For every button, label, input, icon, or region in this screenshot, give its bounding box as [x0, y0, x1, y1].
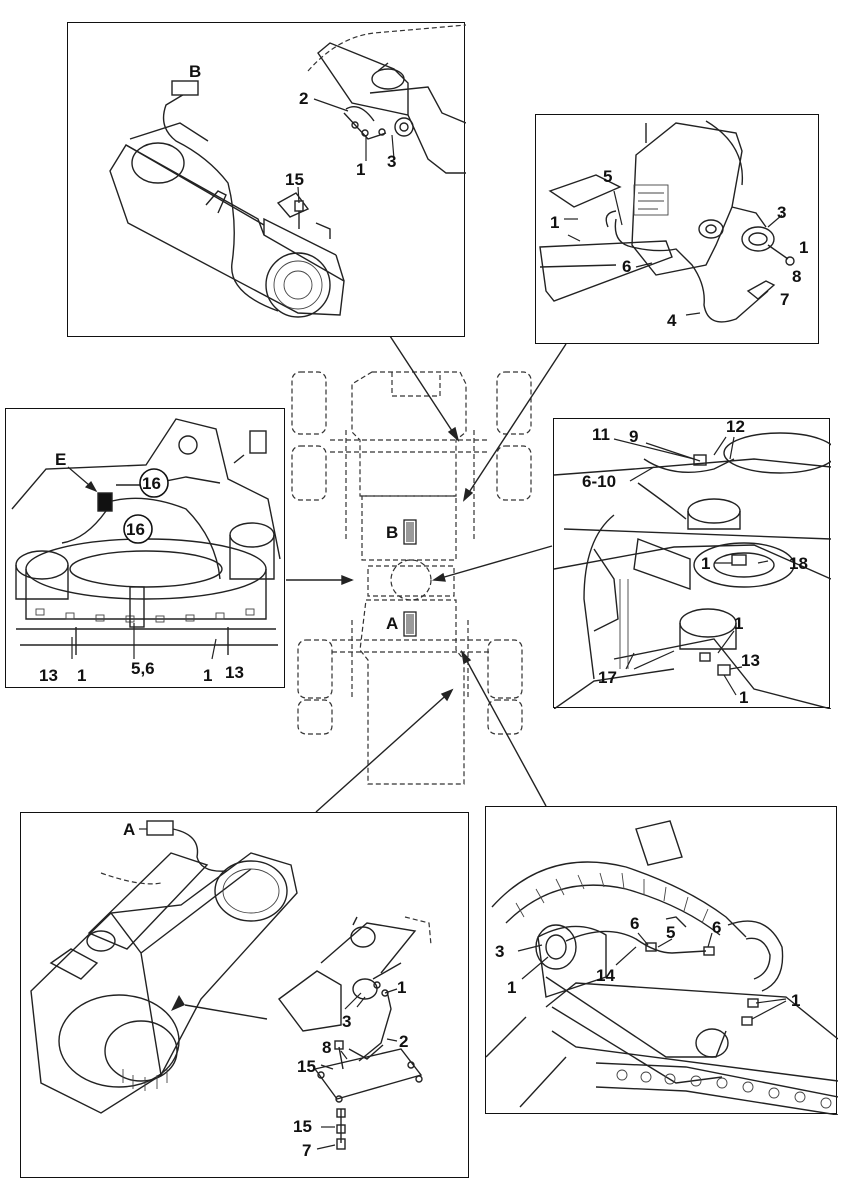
- label-15-upper: 15: [297, 1057, 316, 1076]
- label-16-upper: 16: [142, 474, 161, 493]
- label-2: 2: [299, 89, 309, 108]
- label-1-right: 1: [799, 238, 809, 257]
- vehicle-outline: [291, 371, 532, 785]
- label-11: 11: [592, 425, 610, 444]
- label-1-mid: 1: [734, 614, 744, 633]
- detail-panel-articulation-sensor: 11 9 12 6-10 1 18 1 13 17 1: [553, 417, 831, 709]
- label-6-10: 6-10: [582, 472, 617, 491]
- label-1-left: 1: [507, 978, 517, 997]
- label-6-right: 6: [712, 918, 722, 937]
- callout-arrows: [286, 335, 567, 813]
- label-7: 7: [780, 290, 790, 309]
- sensor-e-drawing: [11, 418, 281, 660]
- label-e: E: [55, 450, 67, 469]
- label-4: 4: [667, 311, 677, 330]
- front-sensor-drawing: [539, 120, 795, 323]
- label-6-left: 6: [630, 914, 640, 933]
- label-5-6: 5,6: [131, 659, 155, 678]
- label-16-lower: 16: [126, 520, 145, 539]
- label-8: 8: [322, 1038, 332, 1057]
- detail-panel-rear-sensor: 3 6 5 6 1 14 1: [485, 806, 838, 1115]
- label-13: 13: [741, 651, 760, 670]
- label-1-right: 1: [791, 991, 801, 1010]
- detail-panel-front-sensor: 5 3 1 1 8 6 7 4: [535, 114, 819, 344]
- label-3: 3: [495, 942, 505, 961]
- center-mark-a: A: [386, 614, 399, 633]
- label-15-lower: 15: [293, 1117, 312, 1136]
- center-mark-b: B: [386, 523, 399, 542]
- label-13-left: 13: [39, 666, 58, 685]
- label-a: A: [123, 820, 136, 839]
- label-13-right: 13: [225, 663, 244, 682]
- label-3: 3: [342, 1012, 352, 1031]
- label-1-left: 1: [77, 666, 87, 685]
- label-3: 3: [387, 152, 397, 171]
- label-5: 5: [603, 167, 613, 186]
- label-12: 12: [726, 417, 745, 436]
- label-6: 6: [622, 257, 632, 276]
- label-14: 14: [596, 966, 615, 985]
- label-1-right: 1: [203, 666, 213, 685]
- articulation-sensor-drawing: [554, 432, 831, 709]
- detail-panel-sensor-e: E 16 16 13 1 5,6 1 13: [5, 408, 285, 688]
- detail-panel-sensor-b: B 2 1 3 15: [67, 22, 466, 337]
- label-b: B: [189, 62, 202, 81]
- label-9: 9: [629, 427, 639, 446]
- label-1: 1: [356, 160, 366, 179]
- label-18: 18: [789, 554, 808, 573]
- label-3: 3: [777, 203, 787, 222]
- sensor-a-assembly-drawing: [30, 820, 432, 1150]
- label-1-upper: 1: [701, 554, 711, 573]
- label-17: 17: [598, 668, 617, 687]
- label-1-left: 1: [550, 213, 560, 232]
- detail-panel-sensor-a: A 1 3 2 8 15 15 7: [20, 812, 469, 1178]
- rear-sensor-drawing: [486, 820, 838, 1115]
- label-8: 8: [792, 267, 802, 286]
- sensor-b-assembly-drawing: [109, 24, 466, 318]
- label-1-lower: 1: [739, 688, 749, 707]
- label-7: 7: [302, 1141, 312, 1160]
- label-5: 5: [666, 923, 676, 942]
- label-15: 15: [285, 170, 304, 189]
- label-1: 1: [397, 978, 407, 997]
- label-2: 2: [399, 1032, 409, 1051]
